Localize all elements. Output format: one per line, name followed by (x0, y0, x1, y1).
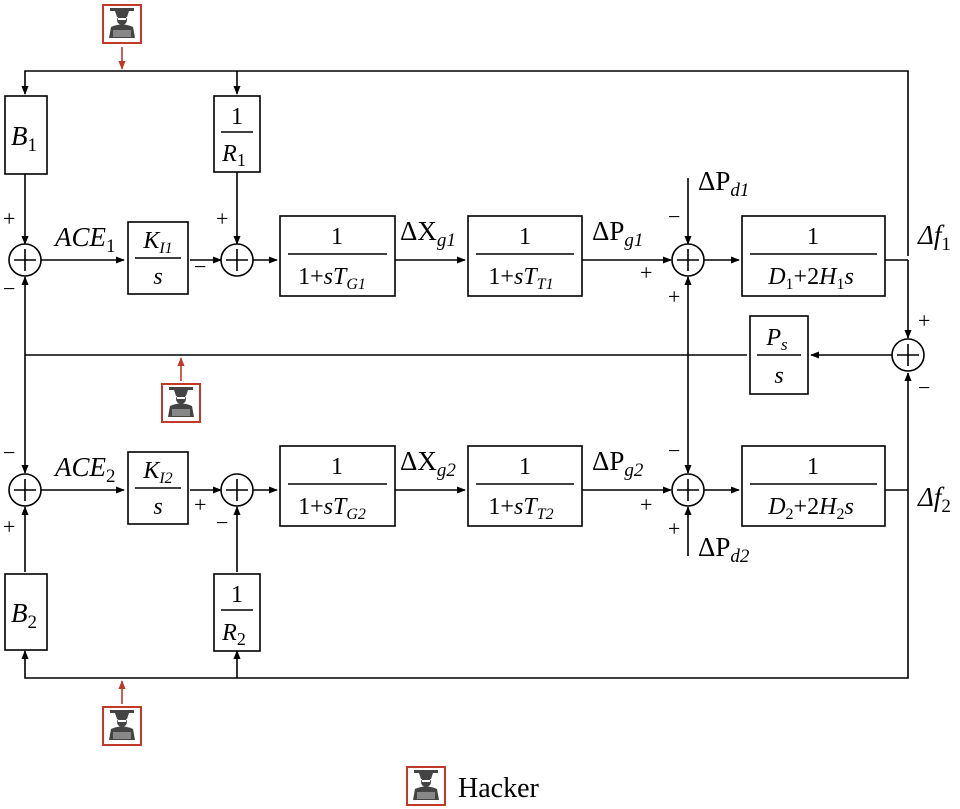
block-b1: B1 (4, 95, 48, 175)
sum-power1 (671, 243, 705, 277)
svg-text:−: − (194, 254, 206, 279)
svg-text:−: − (216, 510, 228, 535)
sum-gov1 (220, 243, 254, 277)
svg-text:1: 1 (331, 454, 343, 480)
sum-power2 (671, 473, 705, 507)
svg-text:1: 1 (807, 224, 819, 250)
svg-text:+: + (3, 514, 15, 539)
svg-text:+: + (668, 284, 680, 309)
block-r1: 1 R1 (213, 95, 261, 173)
svg-text:D2+2H2s: D2+2H2s (767, 494, 854, 523)
block-r2: 1 R2 (213, 573, 261, 652)
hacker-icon (406, 766, 446, 806)
signal-labels: ACE1 ΔXg1 ΔPg1 ΔPd1 Δf1 ACE2 ΔXg2 ΔPg2 Δ… (53, 166, 951, 567)
svg-text:1: 1 (231, 104, 243, 130)
svg-text:1+sTT2: 1+sTT2 (488, 494, 553, 523)
label-dpd1: ΔPd1 (698, 166, 749, 201)
label-dxg1: ΔXg1 (400, 216, 456, 251)
svg-text:1: 1 (331, 224, 343, 250)
block-ki1: KI1 s (127, 221, 189, 295)
block-power-system2: 1 D2+2H2s (741, 445, 886, 527)
svg-text:+: + (194, 492, 206, 517)
svg-text:1+sTT1: 1+sTT1 (488, 264, 553, 293)
svg-text:1: 1 (519, 224, 531, 250)
svg-text:+: + (216, 206, 228, 231)
hacker-icon (161, 383, 201, 423)
hacker-icon (102, 4, 142, 44)
label-ace2: ACE2 (53, 452, 116, 487)
svg-text:R1: R1 (221, 141, 246, 170)
block-tie-line: Ps s (749, 315, 809, 395)
svg-text:+: + (640, 260, 652, 285)
svg-text:+: + (918, 308, 930, 333)
svg-text:−: − (668, 204, 680, 229)
legend: Hacker (406, 766, 540, 806)
block-b2: B2 (4, 573, 48, 651)
junction-signs: + − + − − + + + − − + + − − + + (3, 204, 930, 541)
svg-text:B1: B1 (11, 121, 37, 156)
sum-ace2 (8, 473, 42, 507)
label-ace1: ACE1 (53, 222, 116, 257)
svg-text:+: + (640, 492, 652, 517)
block-governor1: 1 1+sTG1 (279, 215, 396, 297)
svg-text:−: − (668, 438, 680, 463)
sum-tie (891, 338, 925, 372)
block-turbine2: 1 1+sTT2 (467, 445, 583, 527)
svg-text:s: s (774, 363, 783, 389)
svg-text:Ps: Ps (765, 325, 788, 354)
svg-text:R2: R2 (221, 620, 246, 649)
svg-text:+: + (668, 516, 680, 541)
svg-text:1+sTG1: 1+sTG1 (298, 264, 366, 293)
svg-text:−: − (3, 276, 15, 301)
label-dxg2: ΔXg2 (400, 446, 456, 481)
label-df2: Δf2 (917, 482, 951, 517)
svg-text:1: 1 (807, 454, 819, 480)
block-ki2: KI2 s (127, 451, 189, 525)
label-dpd2: ΔPd2 (698, 532, 750, 567)
svg-text:1: 1 (519, 454, 531, 480)
hacker-icon (102, 706, 142, 746)
block-power-system1: 1 D1+2H1s (741, 215, 886, 297)
svg-text:−: − (3, 440, 15, 465)
svg-text:1: 1 (231, 582, 243, 608)
svg-text:B2: B2 (11, 598, 37, 633)
svg-text:KI2: KI2 (142, 458, 172, 487)
svg-text:KI1: KI1 (142, 228, 172, 257)
svg-text:+: + (3, 206, 15, 231)
wiring (21, 70, 912, 679)
svg-text:s: s (153, 494, 162, 520)
svg-text:1+sTG2: 1+sTG2 (298, 494, 366, 523)
svg-text:−: − (918, 375, 930, 400)
block-governor2: 1 1+sTG2 (279, 445, 396, 527)
svg-text:D1+2H1s: D1+2H1s (767, 264, 854, 293)
sum-gov2 (220, 473, 254, 507)
attack-arrows (118, 47, 185, 704)
label-dpg1: ΔPg1 (592, 216, 643, 251)
label-dpg2: ΔPg2 (592, 446, 644, 481)
summing-junctions (8, 243, 925, 507)
block-turbine1: 1 1+sTT1 (467, 215, 583, 297)
legend-label: Hacker (458, 773, 540, 804)
svg-text:s: s (153, 264, 162, 290)
label-df1: Δf1 (917, 220, 951, 255)
sum-ace1 (8, 243, 42, 277)
